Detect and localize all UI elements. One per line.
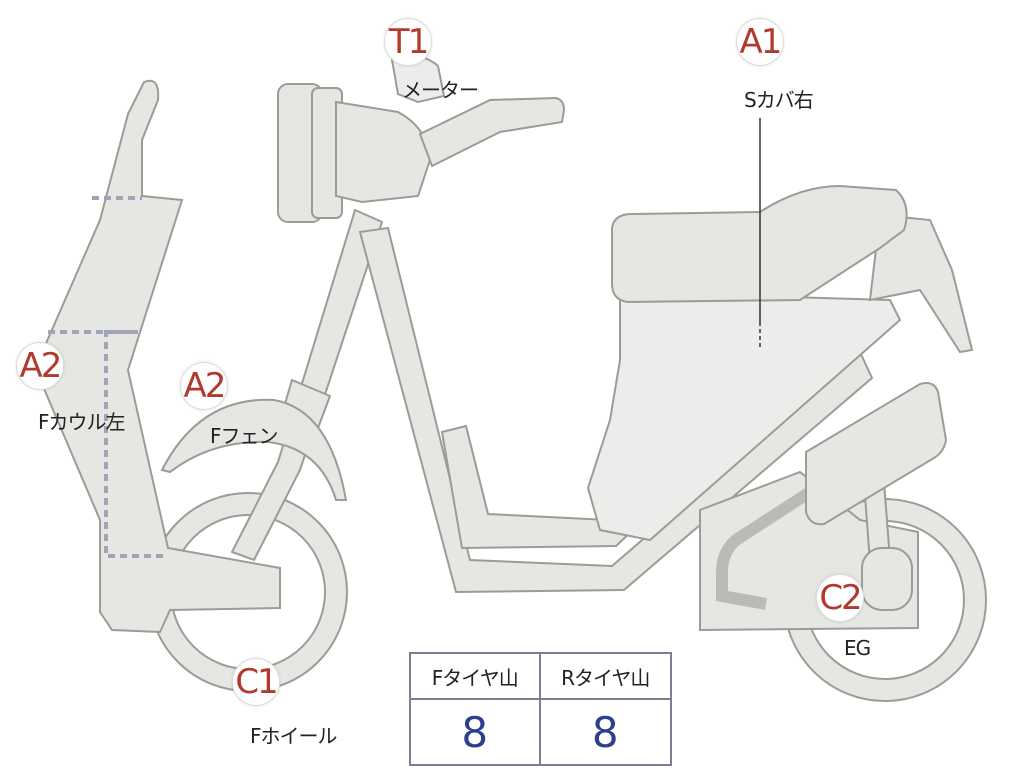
rear-fender — [868, 213, 974, 354]
air-cleaner — [805, 382, 948, 526]
c2-badge: C2 — [816, 574, 864, 622]
front-fender — [160, 398, 348, 501]
c1-badge: C1 — [232, 658, 280, 706]
c1-label: Fホイール — [250, 724, 338, 748]
rear-hub — [861, 547, 913, 611]
a2-fender-badge: A2 — [180, 362, 228, 410]
front-fork — [230, 208, 384, 562]
handlebar-cover — [335, 100, 432, 204]
a2-cowl-label: Fカウル左 — [38, 410, 126, 434]
a2-fender-label: Fフェン — [210, 424, 279, 448]
exhaust-pipe — [716, 486, 814, 610]
cowl-panel-line-mid — [48, 330, 168, 558]
a1-label: Sカバ右 — [744, 88, 814, 112]
c2-label: EG — [844, 636, 871, 660]
t1-label: メーター — [402, 78, 479, 102]
front-tire-tread-value: 8 — [411, 700, 541, 764]
a1-badge: A1 — [736, 18, 784, 66]
front-tire-tread-header: Fタイヤ山 — [411, 654, 541, 700]
a2-cowl-badge: A2 — [16, 342, 64, 390]
t1-badge: T1 — [384, 18, 432, 66]
side-cover-body — [586, 290, 902, 542]
front-cowl — [40, 79, 281, 634]
rear-tire-tread-value: 8 — [591, 707, 619, 757]
handlebar — [418, 96, 566, 168]
tire-tread-table: Fタイヤ山 Rタイヤ山 8 8 — [409, 652, 672, 766]
rear-tire-tread-header: Rタイヤ山 — [540, 654, 670, 700]
